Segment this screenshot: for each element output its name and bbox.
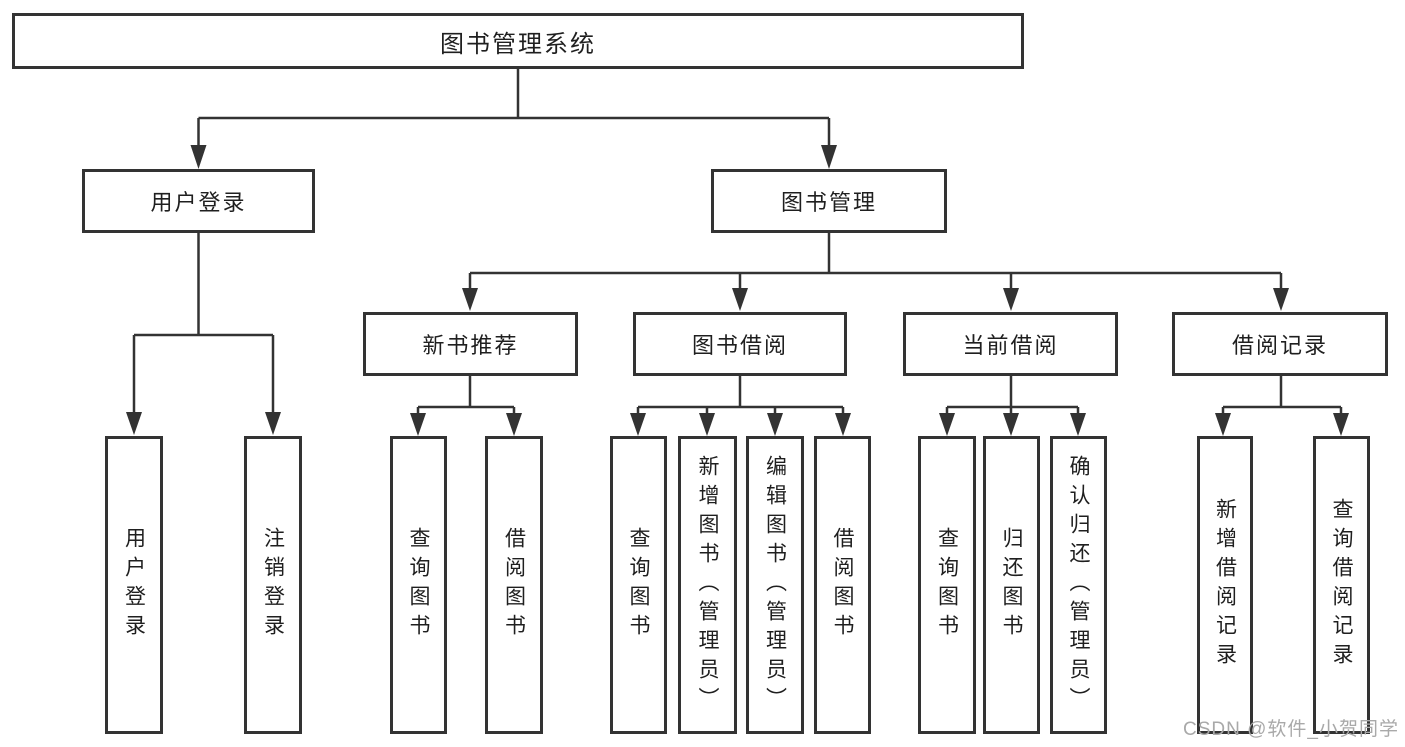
csdn-watermark: CSDN @软件_小贺同学 bbox=[1183, 719, 1399, 740]
leaf-user-login: 用户登录 bbox=[105, 436, 163, 734]
leaf-query-books-borrow: 查询图书 bbox=[610, 436, 667, 734]
node-user-login: 用户登录 bbox=[82, 169, 315, 233]
leaf-logout: 注销登录 bbox=[244, 436, 302, 734]
leaf-query-books-recommend: 查询图书 bbox=[390, 436, 447, 734]
leaf-borrow-books: 借阅图书 bbox=[814, 436, 871, 734]
node-book-management: 图书管理 bbox=[711, 169, 947, 233]
leaf-borrow-books-recommend: 借阅图书 bbox=[485, 436, 543, 734]
node-new-book-recommend: 新书推荐 bbox=[363, 312, 578, 376]
leaf-add-book-admin: 新增图书（管理员） bbox=[678, 436, 737, 734]
node-book-borrowing: 图书借阅 bbox=[633, 312, 847, 376]
node-root: 图书管理系统 bbox=[12, 13, 1024, 69]
leaf-add-borrow-record: 新增借阅记录 bbox=[1197, 436, 1253, 734]
leaf-edit-book-admin: 编辑图书（管理员） bbox=[746, 436, 804, 734]
leaf-confirm-return-admin: 确认归还（管理员） bbox=[1050, 436, 1107, 734]
leaf-query-books-current: 查询图书 bbox=[918, 436, 976, 734]
leaf-query-borrow-record: 查询借阅记录 bbox=[1313, 436, 1370, 734]
node-borrow-records: 借阅记录 bbox=[1172, 312, 1388, 376]
node-current-borrowing: 当前借阅 bbox=[903, 312, 1118, 376]
leaf-return-books: 归还图书 bbox=[983, 436, 1040, 734]
